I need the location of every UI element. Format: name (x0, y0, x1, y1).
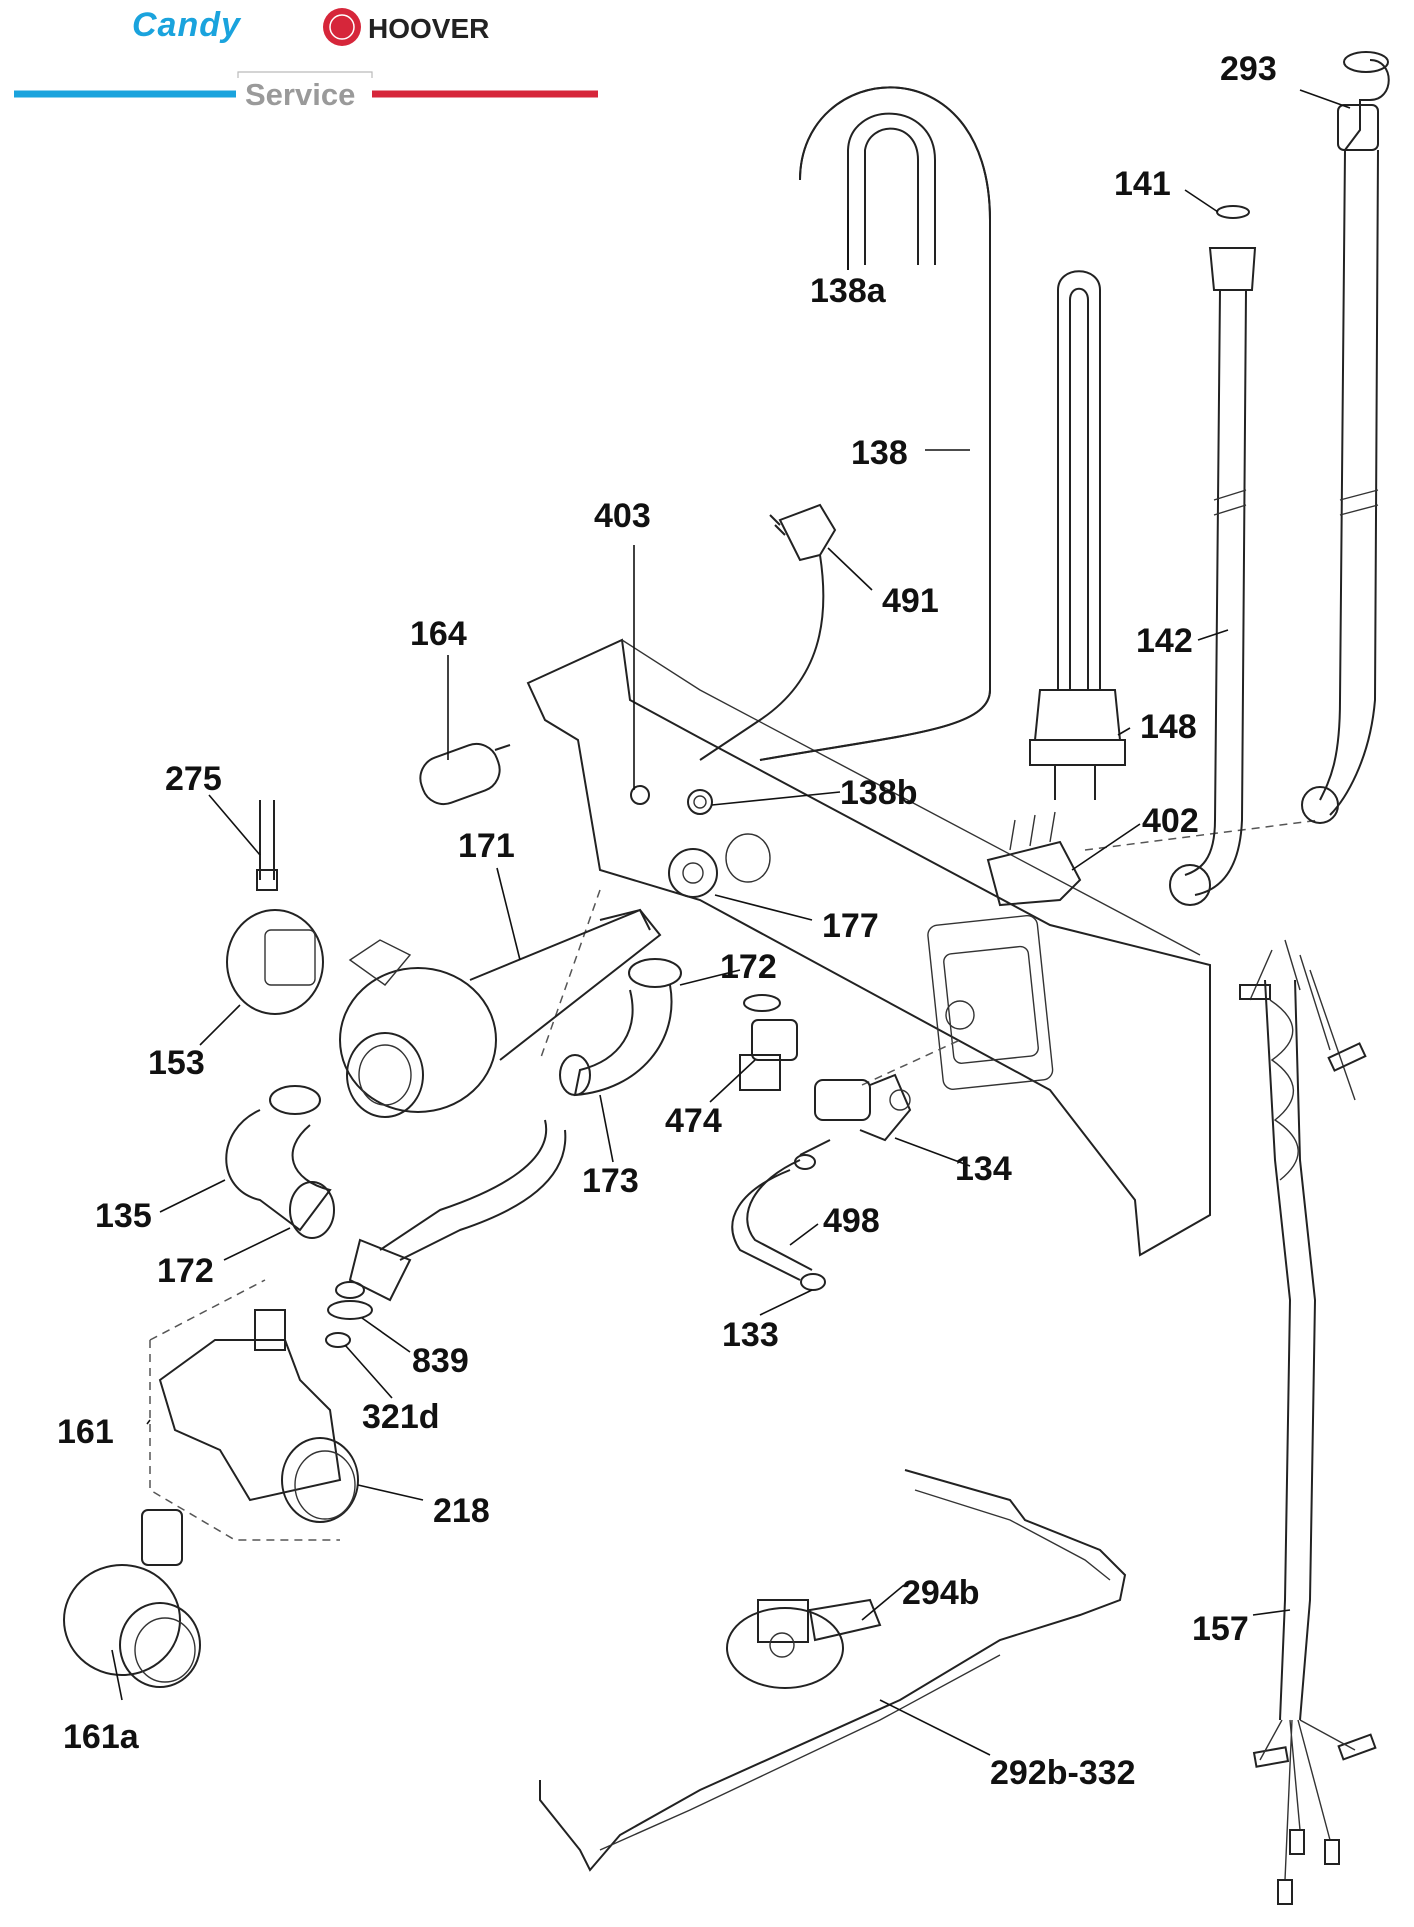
terminal-block-402-drawing (986, 811, 1082, 907)
label-218: 218 (433, 1492, 490, 1530)
brand-header: Candy HOOVER Service (14, 6, 598, 112)
drain-pump-161-drawing (149, 1279, 373, 1541)
label-141: 141 (1114, 165, 1171, 203)
candy-logo: Candy (132, 6, 242, 44)
part-labels: 293 141 138a 138 403 491 142 164 148 275… (57, 50, 1277, 1792)
cabinet-frame-drawing (526, 638, 1321, 1257)
inlet-hose-142-drawing (1169, 205, 1257, 906)
label-161a: 161a (63, 1718, 140, 1756)
label-134: 134 (955, 1150, 1012, 1188)
hoover-logo-icon (323, 8, 361, 46)
label-294b: 294b (902, 1574, 980, 1612)
label-491: 491 (882, 582, 939, 620)
label-172-top: 172 (720, 948, 777, 986)
heating-element-148-drawing (1029, 270, 1126, 800)
label-173: 173 (582, 1162, 639, 1200)
label-172-bottom: 172 (157, 1252, 214, 1290)
leader-lines (111, 89, 1351, 1756)
valve-474-drawing (739, 994, 798, 1091)
label-153: 153 (148, 1044, 205, 1082)
label-474: 474 (665, 1102, 722, 1140)
label-142: 142 (1136, 622, 1193, 660)
label-292b-332: 292b-332 (990, 1754, 1136, 1792)
label-148: 148 (1140, 708, 1197, 746)
wiring-harness-157-drawing (1239, 939, 1377, 1905)
label-157: 157 (1192, 1610, 1249, 1648)
hoover-logo: HOOVER (368, 13, 489, 44)
label-293: 293 (1220, 50, 1277, 88)
label-138b: 138b (840, 774, 918, 812)
label-138a: 138a (810, 272, 887, 310)
label-403: 403 (594, 497, 651, 535)
base-plate-292b-drawing (539, 1469, 1127, 1872)
label-171: 171 (458, 827, 515, 865)
elbow-hose-135-drawing (225, 1085, 335, 1239)
label-164: 164 (410, 615, 467, 653)
label-321d: 321d (362, 1398, 440, 1436)
solenoid-valve-134-drawing (731, 1073, 912, 1291)
label-133: 133 (722, 1316, 779, 1354)
grommets-drawing (630, 785, 771, 898)
pump-housing-161a-drawing (63, 1509, 201, 1688)
pressure-switch-153-drawing (226, 800, 324, 1015)
label-275: 275 (165, 760, 222, 798)
fill-hose-293-drawing (1301, 51, 1390, 824)
label-177: 177 (822, 907, 879, 945)
drain-hose-drawing (759, 86, 991, 761)
pump-drain-hose-drawing (335, 1119, 567, 1302)
service-label: Service (245, 77, 355, 112)
label-402: 402 (1142, 802, 1199, 840)
power-plug-491-drawing (699, 503, 837, 761)
label-498: 498 (823, 1202, 880, 1240)
label-839: 839 (412, 1342, 469, 1380)
capacitor-164-drawing (419, 742, 511, 806)
elbow-hose-173-drawing (559, 958, 682, 1097)
label-161: 161 (57, 1413, 114, 1451)
circulation-pump-171-drawing (339, 908, 662, 1118)
label-138: 138 (851, 434, 908, 472)
label-135: 135 (95, 1197, 152, 1235)
